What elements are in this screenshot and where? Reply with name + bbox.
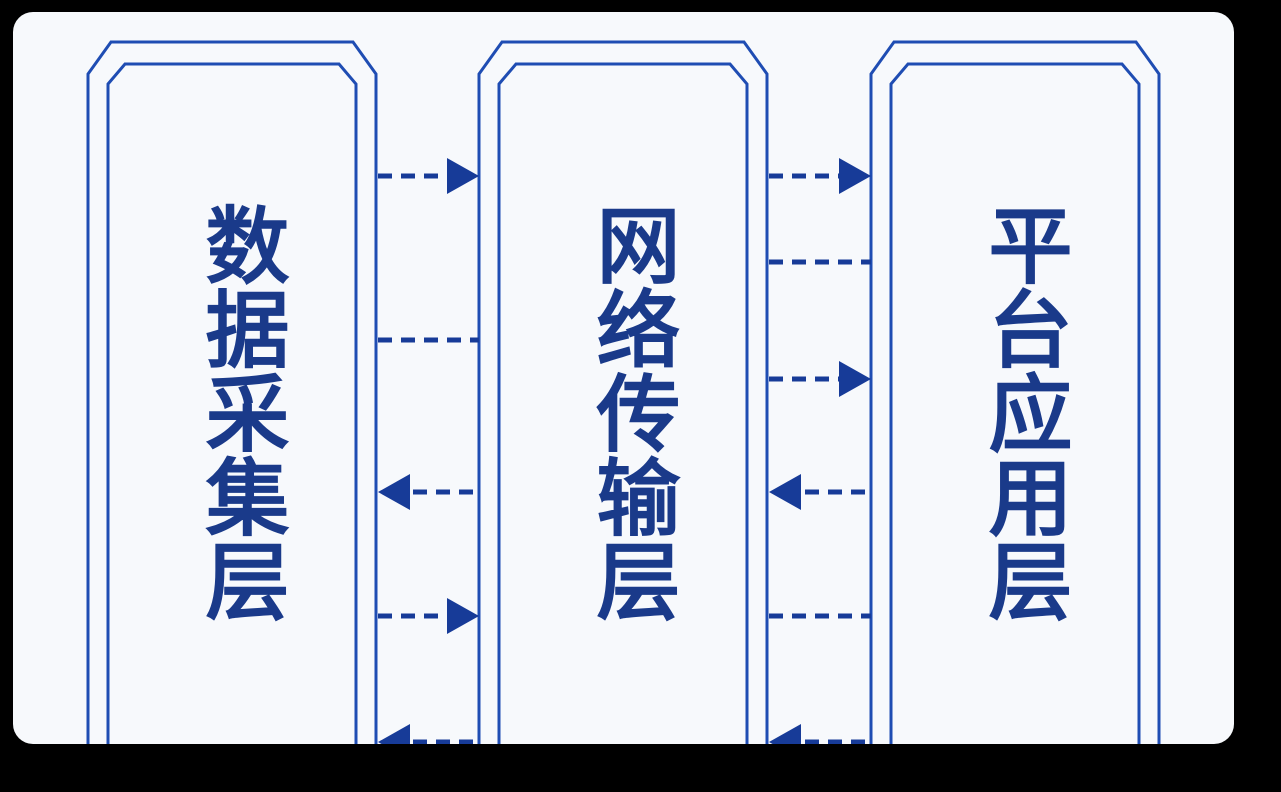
arrowheads-right-gap (769, 158, 871, 744)
arrowhead-left (769, 474, 801, 510)
arrowheads-left-gap (378, 158, 479, 744)
arrowhead-left (378, 724, 410, 744)
arrowhead-left (378, 474, 410, 510)
arrowhead-right (839, 361, 871, 397)
layer-frame-data-collection (86, 40, 378, 744)
layer-frame-platform-application (869, 40, 1161, 744)
layer-label-platform-application: 平台应用层 (975, 202, 1073, 622)
arrowhead-right (447, 598, 479, 634)
layer-label-network-transmission: 网络传输层 (583, 202, 681, 622)
arrowhead-right (447, 158, 479, 194)
layer-frame-network-transmission (477, 40, 769, 744)
arrowhead-left (769, 724, 801, 744)
layer-label-data-collection: 数据采集层 (192, 202, 290, 622)
diagram-card: 数据采集层 网络传输层 平台应用层 (13, 12, 1234, 744)
connectors-left-gap (378, 173, 479, 744)
arrowhead-right (839, 158, 871, 194)
architecture-diagram (86, 40, 1161, 744)
connectors-right-gap (769, 173, 871, 744)
